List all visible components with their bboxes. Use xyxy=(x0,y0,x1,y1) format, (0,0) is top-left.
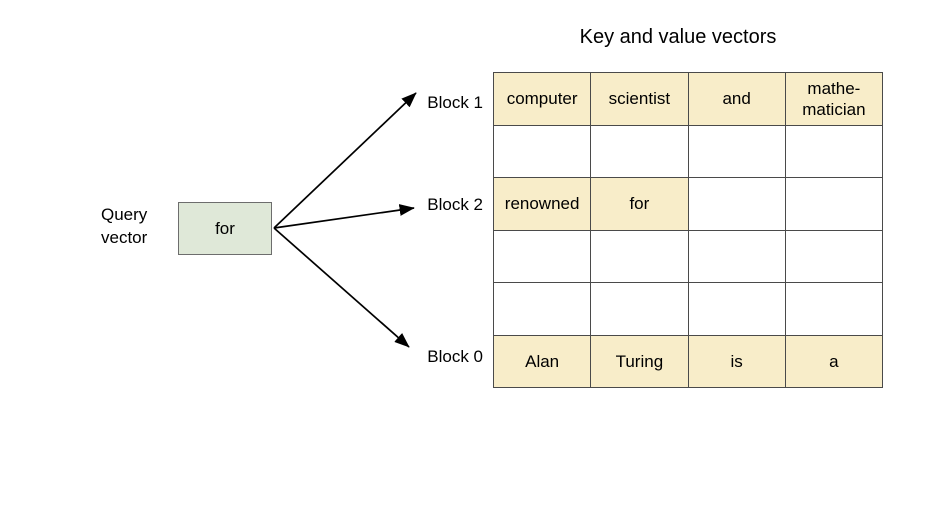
grid-cell-text: is xyxy=(691,351,783,372)
grid-cell-r2-c0[interactable]: renowned xyxy=(492,177,592,231)
grid-cell-r1-c3[interactable] xyxy=(784,124,884,178)
grid-cell-text-line1: and xyxy=(722,89,751,109)
grid-cell-r1-c1[interactable] xyxy=(590,124,689,178)
grid-cell-r5-c0[interactable]: Alan xyxy=(492,334,592,388)
query-vector-label-line2: vector xyxy=(101,228,148,247)
grid-cell-text-line1: mathe- xyxy=(807,78,861,98)
grid-cell-text-line1: renowned xyxy=(504,194,580,214)
grid-cell-text-line1: for xyxy=(629,194,650,214)
grid-cell-r3-c0[interactable] xyxy=(492,229,592,283)
grid-cell-r0-c1[interactable]: scientist xyxy=(590,72,689,126)
grid-cell-text: for xyxy=(593,193,685,214)
grid-row: renowned for xyxy=(492,177,884,231)
grid-cell-text-line1: computer xyxy=(506,89,578,109)
grid-cell-r5-c2[interactable]: is xyxy=(687,334,786,388)
grid-cell-text-line1: is xyxy=(730,351,743,371)
grid-row: computer scientist and mathe-matician xyxy=(492,72,884,126)
grid-cell-text: Turing xyxy=(593,351,685,372)
grid-cell-r0-c3[interactable]: mathe-matician xyxy=(784,72,884,126)
grid-cell-text: scientist xyxy=(593,88,685,109)
grid-cell-r5-c1[interactable]: Turing xyxy=(590,334,689,388)
grid-cell-r4-c2[interactable] xyxy=(687,282,786,336)
grid-cell-r4-c1[interactable] xyxy=(590,282,689,336)
arrow-to-block-2 xyxy=(273,204,415,229)
grid-cell-text-line2: matician xyxy=(802,99,866,119)
page-title: Key and value vectors xyxy=(579,26,777,48)
grid-row xyxy=(492,229,884,283)
grid-cell-text: computer xyxy=(496,88,588,109)
query-vector-label: Query vector xyxy=(101,203,175,249)
grid-cell-r2-c1[interactable]: for xyxy=(590,177,689,231)
grid-cell-r1-c2[interactable] xyxy=(687,124,786,178)
grid-cell-r2-c3[interactable] xyxy=(784,177,884,231)
key-value-grid: computer scientist and mathe-matician renown… xyxy=(492,72,884,388)
block-label-1: Block 1 xyxy=(427,93,483,112)
grid-cell-text-line1: Turing xyxy=(615,351,664,371)
grid-row xyxy=(492,282,884,336)
block-label-0: Block 0 xyxy=(427,347,483,366)
arrow-to-block-1 xyxy=(273,92,417,229)
grid-cell-r3-c2[interactable] xyxy=(687,229,786,283)
grid-cell-r1-c0[interactable] xyxy=(492,124,592,178)
grid-row xyxy=(492,124,884,178)
block-label-2: Block 2 xyxy=(427,195,483,214)
arrow-to-block-0 xyxy=(273,227,410,348)
grid-cell-text: renowned xyxy=(496,193,588,214)
grid-cell-r4-c3[interactable] xyxy=(784,282,884,336)
grid-cell-text-line1: scientist xyxy=(608,89,671,109)
grid-cell-r3-c1[interactable] xyxy=(590,229,689,283)
grid-cell-text: a xyxy=(788,351,880,372)
grid-cell-r4-c0[interactable] xyxy=(492,282,592,336)
grid-cell-text: Alan xyxy=(496,351,588,372)
grid-cell-text-line1: a xyxy=(829,351,839,371)
query-vector-label-line1: Query xyxy=(101,205,148,224)
query-vector-box[interactable]: for xyxy=(178,202,272,255)
query-vector-token: for xyxy=(215,218,235,238)
grid-cell-r5-c3[interactable]: a xyxy=(784,334,884,388)
grid-cell-r3-c3[interactable] xyxy=(784,229,884,283)
grid-cell-r0-c2[interactable]: and xyxy=(687,72,786,126)
grid-cell-text: and xyxy=(691,88,783,109)
grid-cell-r0-c0[interactable]: computer xyxy=(492,72,592,126)
grid-cell-text: mathe-matician xyxy=(788,78,880,120)
grid-cell-text-line1: Alan xyxy=(525,351,560,371)
grid-cell-r2-c2[interactable] xyxy=(687,177,786,231)
key-value-grid-body: computer scientist and mathe-matician renown… xyxy=(492,72,884,388)
grid-row: Alan Turing is a xyxy=(492,334,884,388)
